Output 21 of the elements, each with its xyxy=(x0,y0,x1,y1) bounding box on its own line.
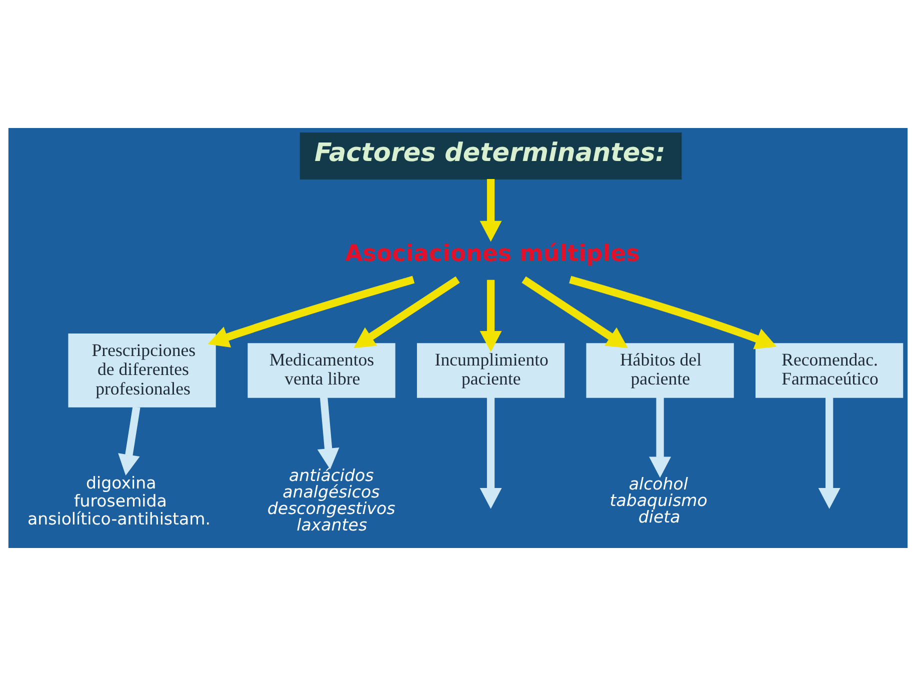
arrow xyxy=(480,178,502,242)
arrow xyxy=(569,275,777,349)
node-text: alcohol tabaquismo dieta xyxy=(610,474,708,526)
node-box: Medicamentos venta libre xyxy=(248,342,396,398)
arrow xyxy=(522,276,628,348)
arrow xyxy=(480,279,502,352)
node-text: antiácidos analgésicos descongestivos laxantes xyxy=(267,466,396,534)
arrow xyxy=(480,396,502,508)
arrow xyxy=(208,275,415,348)
node-text: Asociaciones múltiples xyxy=(345,240,640,266)
arrow xyxy=(354,276,460,348)
node-box: Prescripciones de diferentes profesionales xyxy=(68,333,216,407)
arrow xyxy=(818,396,840,508)
node-box: Hábitos del paciente xyxy=(586,342,734,398)
node-box: Incumplimiento paciente xyxy=(416,342,565,398)
node-box: Recomendac. Farmaceútico xyxy=(756,342,904,398)
arrow xyxy=(317,396,340,469)
arrow xyxy=(649,396,672,478)
node-box: Factores determinantes: xyxy=(300,132,682,180)
node-text: digoxina furosemida ansiolítico-antihistam. xyxy=(28,473,210,528)
arrow xyxy=(118,406,140,476)
